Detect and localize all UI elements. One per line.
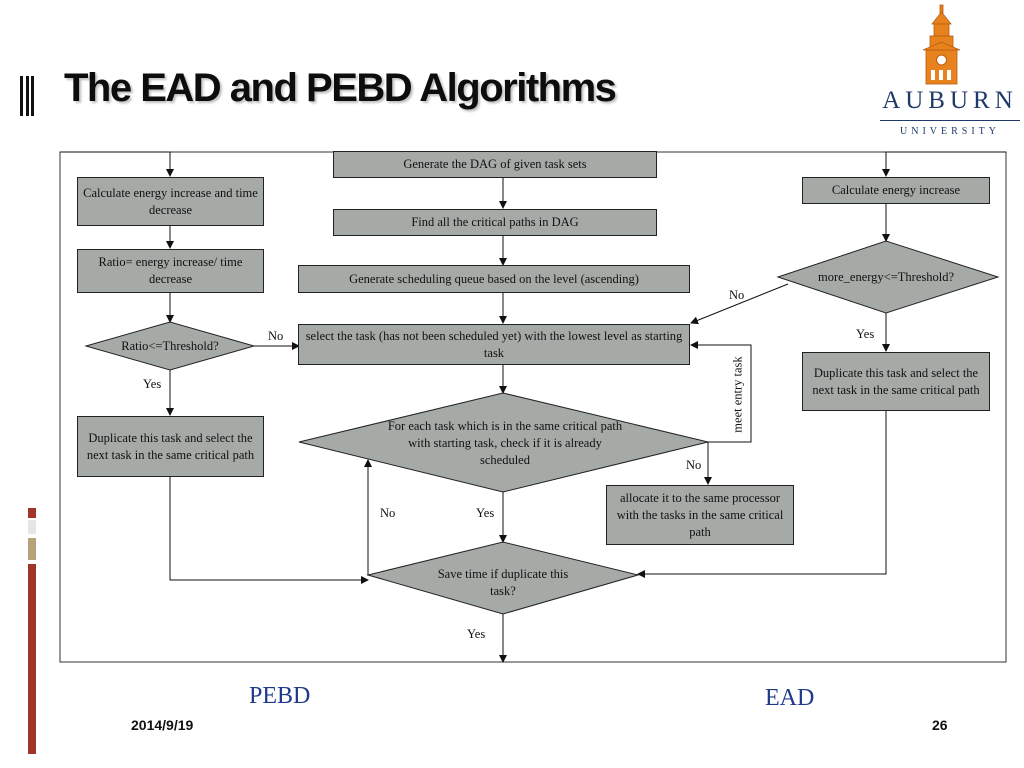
pebd-calc-box: Calculate energy increase and time decre… (77, 177, 264, 226)
check-yes-label: Yes (476, 506, 495, 520)
pebd-caption: PEBD (249, 683, 311, 709)
save-time-decision-text: Save time if duplicate this task? (437, 567, 569, 598)
slide-title: The EAD and PEBD Algorithms (64, 66, 617, 110)
meet-entry-task-label: meet entry task (730, 356, 745, 433)
check-no-label: No (686, 458, 702, 472)
logo-wordmark: AUBURN (882, 87, 1018, 114)
accent-bar-red (28, 564, 36, 754)
accent-block-red (28, 508, 36, 518)
find-critical-paths-box: Find all the critical paths in DAG (333, 209, 657, 236)
accent-block-grey (28, 520, 36, 534)
ratio-yes-label: Yes (143, 377, 162, 391)
ratio-decision-text: Ratio<=Threshold? (121, 338, 219, 353)
save-yes-label: Yes (467, 627, 486, 641)
save-no-label: No (380, 506, 396, 520)
select-task-box: select the task (has not been scheduled … (298, 324, 690, 365)
accent-block-tan (28, 538, 36, 560)
logo-subtitle: UNIVERSITY (900, 126, 1000, 137)
energy-yes-label: Yes (856, 327, 875, 341)
tower-icon (922, 4, 961, 85)
pebd-duplicate-box: Duplicate this task and select the next … (77, 416, 264, 477)
logo-divider (880, 120, 1020, 121)
energy-decision-text: more_energy<=Threshold? (817, 269, 955, 284)
energy-diamond (776, 240, 1000, 314)
pebd-ratio-box: Ratio= energy increase/ time decrease (77, 249, 264, 293)
ratio-no-label: No (268, 329, 284, 343)
ead-caption: EAD (765, 685, 815, 711)
slide-number: 26 (932, 717, 948, 733)
title-bar-icon (20, 76, 34, 116)
check-decision-text: For each task which is in the same criti… (387, 418, 623, 467)
ead-calc-box: Calculate energy increase (802, 177, 990, 204)
generate-queue-box: Generate scheduling queue based on the l… (298, 265, 690, 293)
slide-date: 2014/9/19 (131, 717, 194, 733)
ead-duplicate-box: Duplicate this task and select the next … (802, 352, 990, 411)
energy-no-label: No (729, 288, 745, 302)
allocate-box: allocate it to the same processor with t… (606, 485, 794, 545)
generate-dag-box: Generate the DAG of given task sets (333, 151, 657, 178)
